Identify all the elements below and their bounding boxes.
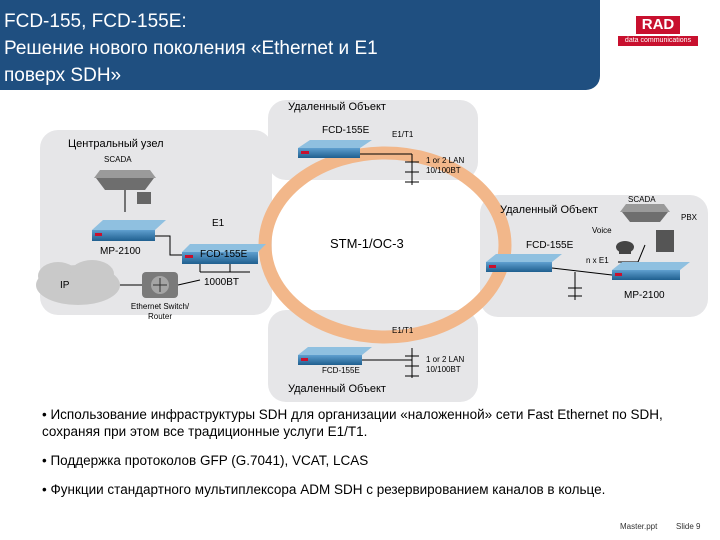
phone-icon (616, 241, 634, 254)
right-scada-label: SCADA (628, 195, 656, 204)
bottom-lan-label: 1 or 2 LAN 10/100BT (426, 355, 465, 374)
bottom-device-label: FCD-155E (322, 366, 360, 375)
scada-central-icon (94, 170, 156, 212)
slide-title: FCD-155, FCD-155E: Решение нового поколе… (4, 8, 564, 89)
logo-tagline: data communications (618, 36, 698, 46)
ip-cloud-icon (36, 260, 120, 305)
central-small-box (137, 192, 151, 204)
top-site-link-label: E1/T1 (392, 130, 414, 139)
fcd-right-device (486, 254, 562, 272)
ip-label: IP (60, 280, 70, 291)
footer-file: Master.ppt (620, 522, 658, 531)
mp2100-right-device (612, 262, 690, 280)
bottom-link-label: E1/T1 (392, 326, 414, 335)
bottom-site-title: Удаленный Объект (288, 383, 386, 395)
fcd-bottom-device (298, 347, 372, 365)
bullet-item-1: • Использование инфраструктуры SDH для о… (42, 407, 663, 439)
central-e1-label: E1 (212, 218, 225, 229)
switch-label: Ethernet Switch/ Router (130, 302, 190, 321)
top-site-device-label: FCD-155E (322, 125, 370, 136)
title-line-2: Решение нового поколения «Ethernet и E1 (4, 38, 378, 59)
logo-brand: RAD (636, 16, 680, 34)
title-line-1: FCD-155, FCD-155E: (4, 11, 187, 32)
bullet-list: • Использование инфраструктуры SDH для о… (42, 406, 682, 510)
bullet-item-2: • Поддержка протоколов GFP (G.7041), VCA… (42, 453, 369, 468)
right-mp-label: MP-2100 (624, 290, 665, 301)
right-site-title: Удаленный Объект (500, 204, 598, 216)
right-fcd-label: FCD-155E (526, 240, 574, 251)
top-site-title: Удаленный Объект (288, 101, 386, 113)
voice-label: Voice (592, 226, 612, 235)
top-site-lan-label: 1 or 2 LAN 10/100BT (426, 156, 465, 175)
title-bar: FCD-155, FCD-155E: Решение нового поколе… (0, 0, 600, 90)
pbx-label: PBX (681, 213, 698, 222)
central-fcd-label: FCD-155E (200, 249, 248, 260)
fcd-top-device (298, 140, 372, 158)
fcd-central-device (182, 244, 266, 264)
central-mp-label: MP-2100 (100, 246, 141, 257)
right-lan-lines (568, 272, 582, 300)
scada-right-icon (620, 204, 670, 222)
central-e1-link (155, 235, 182, 256)
central-title: Центральный узел (68, 138, 164, 150)
right-nx-label: n x E1 (586, 256, 609, 265)
rad-logo: RAD data communications (618, 16, 698, 50)
title-line-3: поверх SDH» (4, 65, 122, 86)
bottom-lan-lines (362, 348, 419, 378)
mp2100-central-device (92, 220, 166, 241)
central-gige-label: 1000BT (204, 277, 240, 288)
ring-label: STM-1/OC-3 (330, 236, 404, 251)
ethernet-switch-icon (142, 272, 178, 298)
top-lan-lines (360, 153, 419, 185)
pbx-box-icon (656, 230, 674, 252)
central-scada-label: SCADA (104, 155, 132, 164)
footer-slide-number: Slide 9 (676, 522, 701, 531)
bullet-item-3: • Функции стандартного мультиплексора AD… (42, 482, 606, 497)
